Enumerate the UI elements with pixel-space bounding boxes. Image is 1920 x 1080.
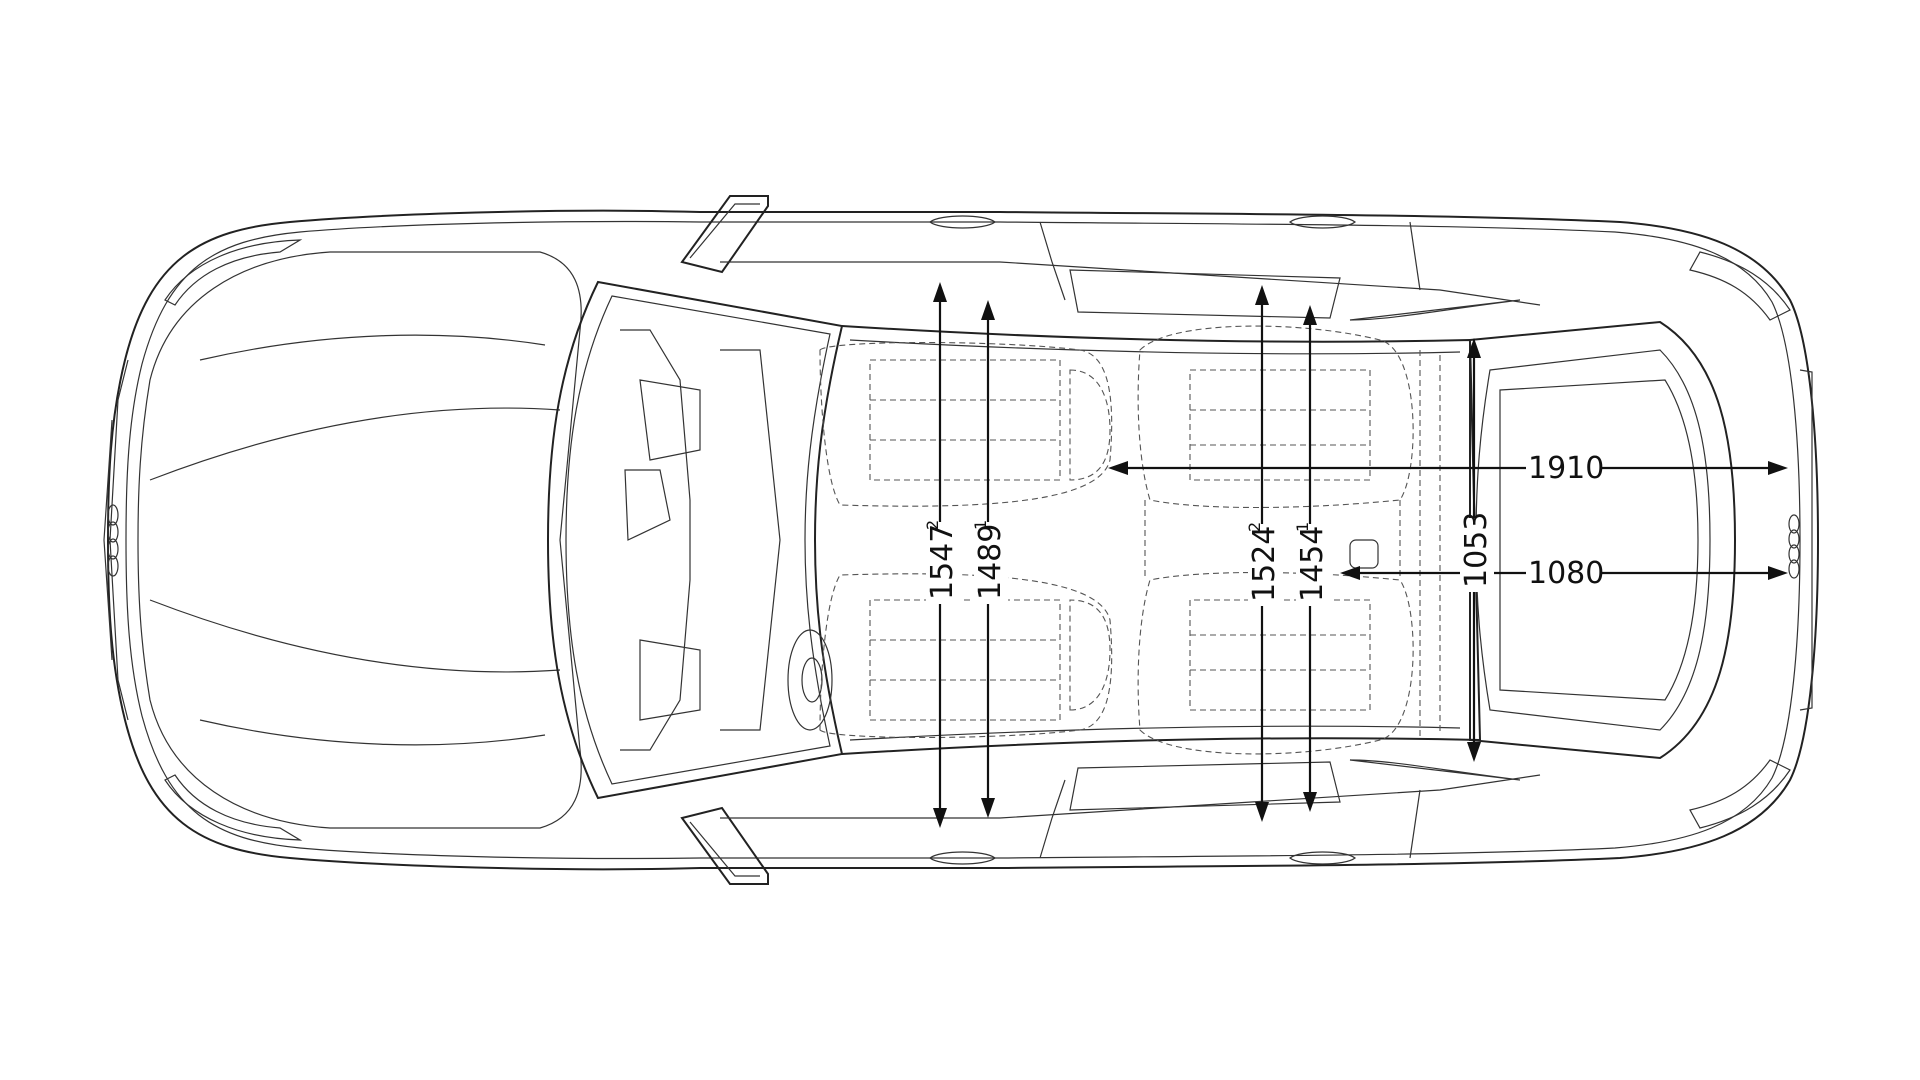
left-mirror-icon	[680, 195, 769, 274]
dim-label-front-track-a: 1547 2	[923, 520, 960, 604]
svg-text:1524: 1524	[1247, 526, 1282, 602]
svg-text:1489: 1489	[973, 524, 1008, 600]
dim-label-trunk-depth-a: 1910	[1526, 450, 1604, 486]
svg-text:2: 2	[923, 520, 942, 530]
svg-text:1053: 1053	[1459, 512, 1494, 588]
dim-label-front-track-b: 1489 1	[971, 520, 1008, 604]
dim-label-trunk-width: 1053	[1459, 512, 1494, 592]
car-body-outline	[103, 195, 1820, 885]
steering-wheel-icon	[787, 629, 833, 731]
dim-label-trunk-depth-b: 1080	[1526, 555, 1604, 591]
svg-text:1080: 1080	[1528, 556, 1604, 591]
front-emblem-icon	[107, 504, 119, 577]
interior-layout	[620, 325, 1441, 755]
svg-text:1547: 1547	[925, 524, 960, 600]
right-mirror-icon	[680, 806, 769, 885]
svg-text:1: 1	[971, 520, 990, 530]
svg-text:1910: 1910	[1528, 451, 1604, 486]
svg-text:1454: 1454	[1295, 526, 1330, 602]
svg-text:2: 2	[1245, 522, 1264, 532]
rear-emblem-icon	[1788, 514, 1800, 579]
dimension-labels: 1547 2 1489 1 1524 2 1454 1 1053 1910	[923, 450, 1604, 606]
dimension-lines	[933, 282, 1788, 828]
svg-text:1: 1	[1293, 522, 1312, 532]
dim-label-rear-track-a: 1524 2	[1245, 522, 1282, 606]
dim-label-rear-track-b: 1454 1	[1293, 522, 1330, 606]
